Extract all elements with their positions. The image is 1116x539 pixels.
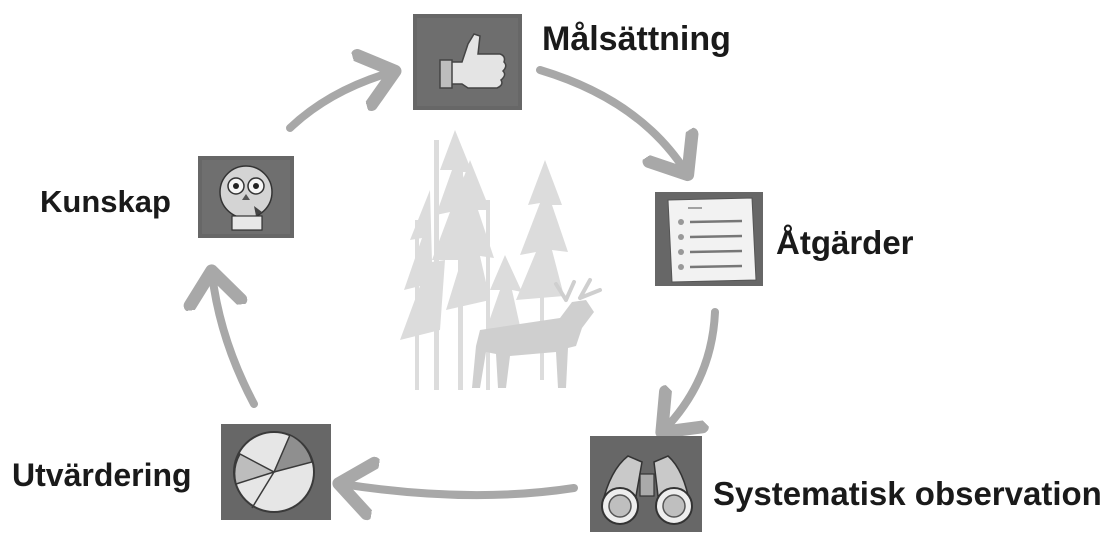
step-label-kunskap: Kunskap	[40, 184, 171, 219]
step-label-utvardering: Utvärdering	[12, 457, 192, 493]
step-label-atgarder: Åtgärder	[776, 224, 914, 261]
arrow-malsattning-to-atgarder	[536, 66, 686, 172]
step-label-malsattning: Målsättning	[542, 20, 731, 58]
arrow-systematisk-to-utvardering	[342, 484, 578, 495]
pie-chart-icon	[221, 424, 331, 520]
arrow-utvardering-to-kunskap	[212, 274, 258, 408]
arrow-atgarder-to-systematisk	[664, 308, 719, 430]
checklist-document-icon	[655, 192, 763, 286]
binoculars-icon	[590, 436, 702, 532]
thumbs-up-icon	[413, 14, 522, 110]
owl-icon	[198, 156, 294, 238]
arrow-kunskap-to-malsattning	[286, 72, 392, 132]
step-label-systematisk-observation: Systematisk observation	[713, 475, 1102, 512]
cycle-arrows	[212, 66, 719, 495]
forest-moose-icon	[400, 130, 602, 390]
